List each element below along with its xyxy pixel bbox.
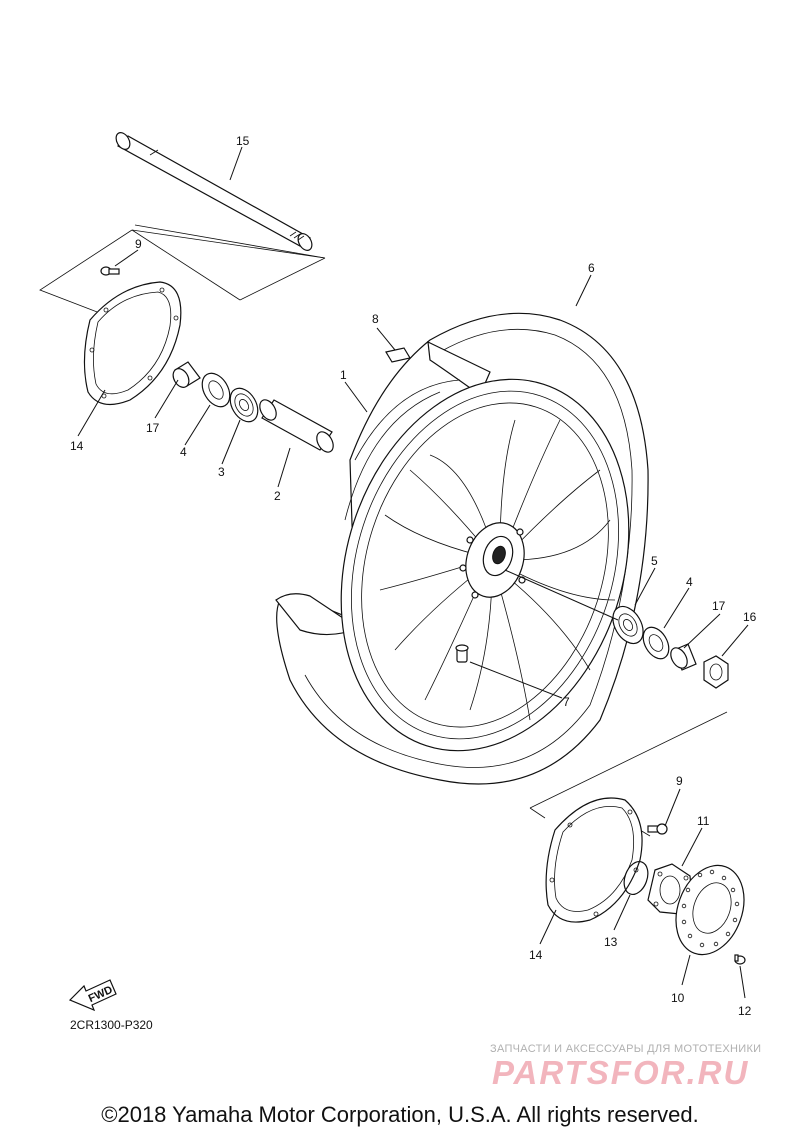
wheel-hub <box>459 522 526 599</box>
brake-disc-part <box>675 864 745 956</box>
left-assembly-bracket <box>39 229 326 316</box>
callout-12: 12 <box>738 1004 752 1018</box>
bolt-left-part <box>100 266 120 276</box>
axle-part <box>115 132 326 259</box>
callout-3: 3 <box>218 465 225 479</box>
callout-8: 8 <box>372 312 379 326</box>
axle-nut-part <box>703 655 729 689</box>
callout-9-right: 9 <box>676 774 683 788</box>
callout-7: 7 <box>563 695 570 709</box>
oil-seal-left-part <box>201 372 231 408</box>
balance-weight-part <box>385 347 411 363</box>
screw-part <box>734 954 746 965</box>
collar-left-part <box>172 361 201 388</box>
left-gasket-part <box>83 281 182 406</box>
callout-1: 1 <box>340 368 347 382</box>
callout-14-right: 14 <box>529 948 543 962</box>
watermark-tagline: ЗАПЧАСТИ И АКСЕССУАРЫ ДЛЯ МОТОТЕХНИКИ <box>490 1043 762 1055</box>
diagram-code: 2CR1300-P320 <box>70 1018 153 1032</box>
callout-17-right: 17 <box>712 599 726 613</box>
callout-4-left: 4 <box>180 445 187 459</box>
bearing-left-part <box>229 387 259 423</box>
valve-part <box>455 644 469 663</box>
callout-4-right: 4 <box>686 575 693 589</box>
callout-9-left: 9 <box>135 237 142 251</box>
callout-16: 16 <box>743 610 757 624</box>
bolt-right-part <box>647 823 668 835</box>
callout-15: 15 <box>236 134 250 148</box>
watermark-logo: PARTSFOR.RU <box>492 1054 750 1091</box>
bearing-right-part <box>612 605 644 645</box>
callout-10: 10 <box>671 991 685 1005</box>
callout-6: 6 <box>588 261 595 275</box>
callout-13: 13 <box>604 935 618 949</box>
callout-17-left: 17 <box>146 421 160 435</box>
collar-right-part <box>670 643 697 671</box>
right-gasket-part <box>545 797 643 923</box>
o-ring-part <box>623 860 649 896</box>
fwd-arrow-icon: FWD <box>68 979 117 1012</box>
copyright-notice: ©2018 Yamaha Motor Corporation, U.S.A. A… <box>101 1102 699 1127</box>
oil-seal-right-part <box>642 626 670 660</box>
callout-2: 2 <box>274 489 281 503</box>
callout-14-left: 14 <box>70 439 84 453</box>
svg-text:FWD: FWD <box>87 984 115 1005</box>
leader-lines <box>77 146 749 999</box>
callout-5: 5 <box>651 554 658 568</box>
spacer-part <box>259 399 334 453</box>
callout-11: 11 <box>697 814 710 828</box>
